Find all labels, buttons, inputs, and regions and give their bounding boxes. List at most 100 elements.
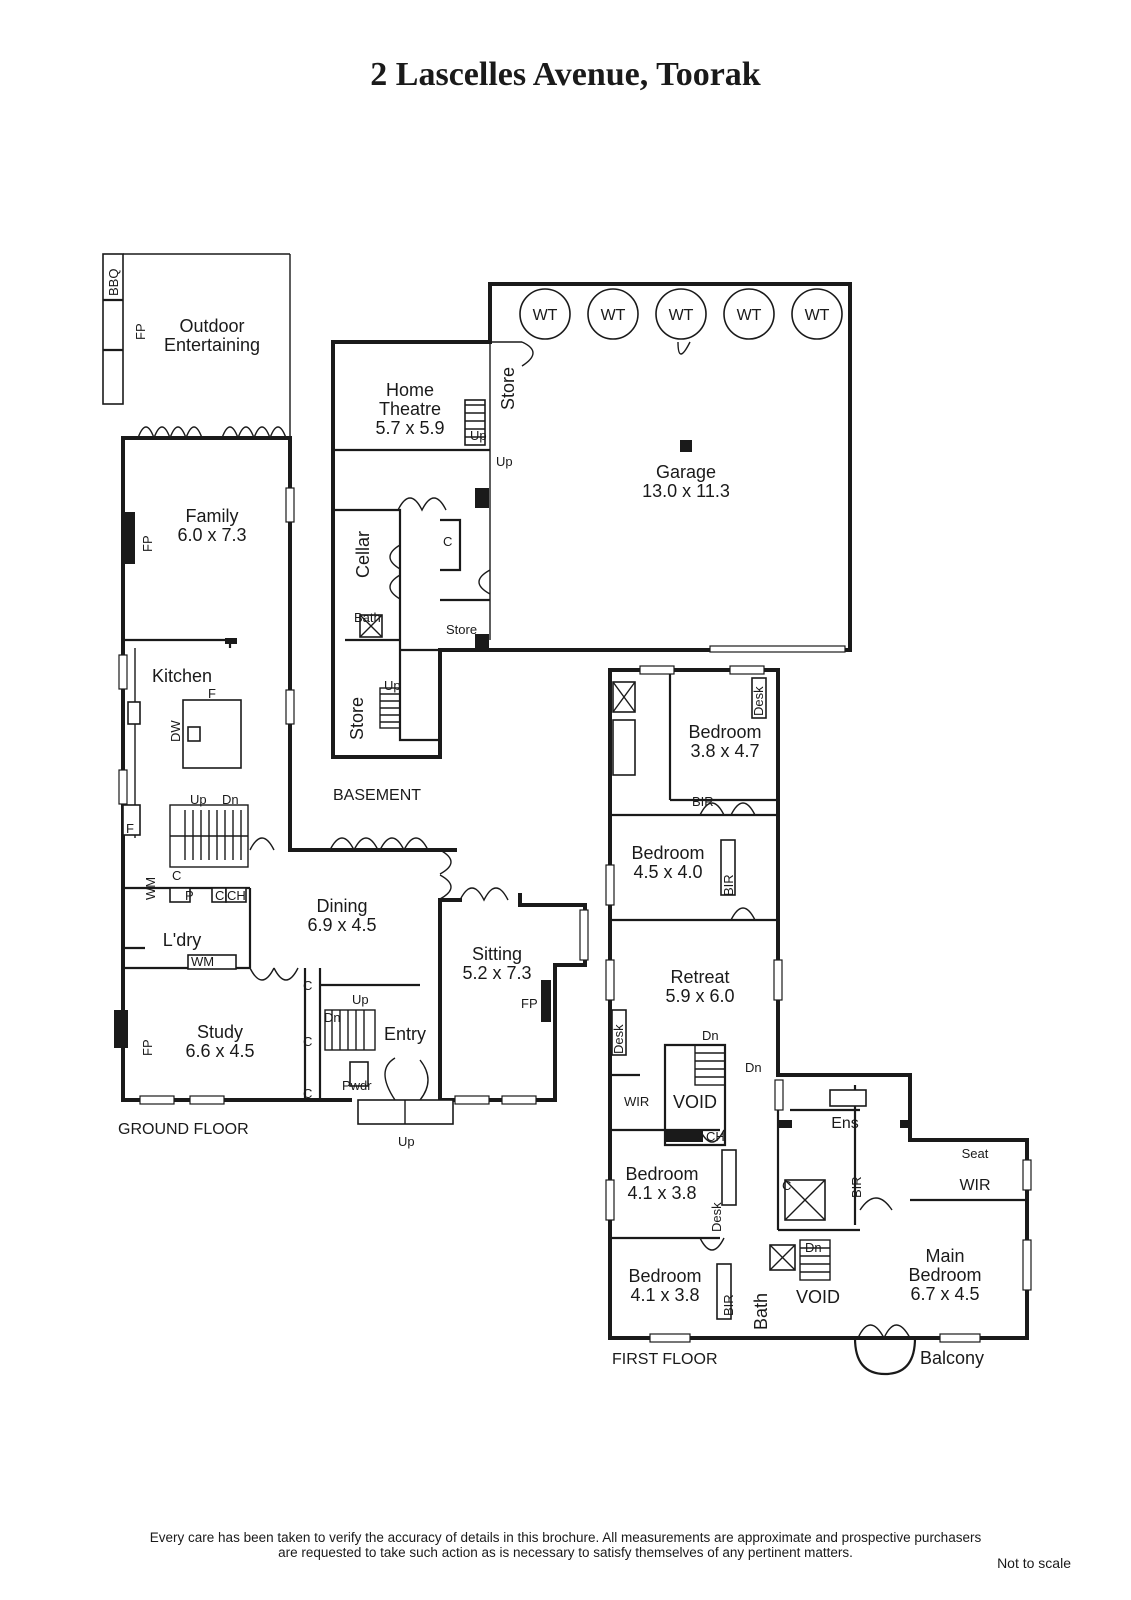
- ens-bir-label: BIR: [849, 1176, 864, 1198]
- wir-label-1: WIR: [624, 1094, 649, 1109]
- retreat-dn-label: Dn: [702, 1028, 719, 1043]
- home-theatre-dim: 5.7 x 5.9: [375, 418, 444, 438]
- void-label-1: VOID: [673, 1092, 717, 1112]
- study-fp-label: FP: [140, 1039, 155, 1056]
- retreat-desk-label: Desk: [611, 1024, 626, 1054]
- not-to-scale-note: Not to scale: [997, 1555, 1071, 1571]
- disclaimer-line-1: Every care has been taken to verify the …: [149, 1530, 982, 1545]
- pantry-p-label: P: [185, 888, 194, 903]
- wine-tank-4: WT: [737, 307, 762, 324]
- garage-label: Garage: [656, 462, 716, 482]
- basement-store-label-1: Store: [498, 367, 518, 410]
- sitting-label: Sitting: [472, 944, 522, 964]
- entry-label: Entry: [384, 1024, 426, 1044]
- ground-windows: [118, 487, 589, 1105]
- study-label: Study: [197, 1022, 243, 1042]
- fridge-label: F: [126, 821, 134, 836]
- sitting-dim: 5.2 x 7.3: [462, 963, 531, 983]
- void-label-2: VOID: [796, 1287, 840, 1307]
- bed2-label: Bedroom: [631, 843, 704, 863]
- sitting-fp-label: FP: [521, 996, 538, 1011]
- ground-floor-plan: [102, 253, 589, 1125]
- family-dim: 6.0 x 7.3: [177, 525, 246, 545]
- bed1-dim: 3.8 x 4.7: [690, 741, 759, 761]
- disclaimer-line-2: are requested to take such action as is …: [278, 1545, 853, 1560]
- bed4-bir-label: BIR: [721, 1294, 736, 1316]
- stairs-up-label: Up: [190, 792, 207, 807]
- seat-label: Seat: [962, 1146, 989, 1161]
- first-floor-plan: [605, 665, 1032, 1376]
- family-fireplace: [123, 512, 135, 564]
- garage-dim: 13.0 x 11.3: [642, 481, 730, 501]
- retreat-dim: 5.9 x 6.0: [665, 986, 734, 1006]
- bed4-dim: 4.1 x 3.8: [630, 1285, 699, 1305]
- wine-tank-2: WT: [601, 307, 626, 324]
- wine-tank-5: WT: [805, 307, 830, 324]
- basement-c-label: C: [443, 534, 452, 549]
- main-bed-dim: 6.7 x 4.5: [910, 1284, 979, 1304]
- landing-dn-label: Dn: [745, 1060, 762, 1075]
- entry-dn-label: Dn: [324, 1010, 341, 1025]
- ens-c-label: C: [782, 1178, 791, 1193]
- entry-up-label: Up: [352, 992, 369, 1007]
- bed1-desk-label: Desk: [751, 686, 766, 716]
- cupboard-c-2: C: [215, 888, 224, 903]
- basement-bath-label: Bath: [354, 610, 381, 625]
- bed3-desk-label: Desk: [709, 1202, 724, 1232]
- bed1-bir-label: BIR: [692, 794, 714, 809]
- balcony-label: Balcony: [920, 1348, 984, 1368]
- ens-label: Ens: [831, 1115, 859, 1132]
- sitting-fireplace: [541, 980, 551, 1022]
- ch-label: CH: [227, 888, 246, 903]
- bed3-dim: 4.1 x 3.8: [627, 1183, 696, 1203]
- cupboard-c-5: C: [303, 1086, 312, 1101]
- wm-label: WM: [191, 954, 214, 969]
- basement-plan: [331, 282, 852, 759]
- outdoor-fp-label: FP: [133, 323, 148, 340]
- basement-store-label-3: Store: [347, 697, 367, 740]
- bed1-label: Bedroom: [688, 722, 761, 742]
- dw-label: DW: [168, 720, 183, 742]
- wine-tanks: [519, 288, 843, 340]
- bbq-column: [102, 253, 124, 405]
- front-up-label: Up: [398, 1134, 415, 1149]
- main-bed-label-1: Main: [925, 1246, 964, 1266]
- stairs-dn-label: Dn: [222, 792, 239, 807]
- home-theatre-label-1: Home: [386, 380, 434, 400]
- cellar-label: Cellar: [353, 531, 373, 578]
- retreat-label: Retreat: [670, 967, 729, 987]
- page-title: 2 Lascelles Avenue, Toorak: [370, 56, 761, 93]
- wm-side-label: WM: [143, 877, 158, 900]
- void-dn-label: Dn: [805, 1240, 822, 1255]
- island-f-label: F: [208, 686, 216, 701]
- study-dim: 6.6 x 4.5: [185, 1041, 254, 1061]
- first-floor-windows: [605, 665, 1032, 1343]
- bed3-label: Bedroom: [625, 1164, 698, 1184]
- home-theatre-label-2: Theatre: [379, 399, 441, 419]
- cupboard-c-4: C: [303, 1034, 312, 1049]
- bed2-dim: 4.5 x 4.0: [633, 862, 702, 882]
- outdoor-label-2: Entertaining: [164, 335, 260, 355]
- theatre-up-label: Up: [470, 428, 487, 443]
- outdoor-label-1: Outdoor: [179, 316, 244, 336]
- wine-tank-1: WT: [533, 307, 558, 324]
- kitchen-label: Kitchen: [152, 666, 212, 686]
- family-label: Family: [186, 506, 239, 526]
- first-bath-label: Bath: [751, 1293, 771, 1330]
- bbq-label: BBQ: [106, 269, 121, 296]
- dining-dim: 6.9 x 4.5: [307, 915, 376, 935]
- first-ch-label: CH: [706, 1129, 725, 1144]
- ground-stairs: [169, 804, 249, 868]
- ground-floor-label: GROUND FLOOR: [118, 1121, 249, 1138]
- main-bed-label-2: Bedroom: [908, 1265, 981, 1285]
- pwdr-label: Pwdr: [342, 1078, 372, 1093]
- wir-label-2: WIR: [959, 1177, 990, 1194]
- family-fp-label: FP: [140, 535, 155, 552]
- cupboard-c-3: C: [303, 978, 312, 993]
- basement-floor-label: BASEMENT: [333, 787, 421, 804]
- laundry-label: L'dry: [163, 930, 201, 950]
- bed2-bir-label: BIR: [721, 874, 736, 896]
- balcony-outline: [853, 1337, 917, 1376]
- cupboard-c-1: C: [172, 868, 181, 883]
